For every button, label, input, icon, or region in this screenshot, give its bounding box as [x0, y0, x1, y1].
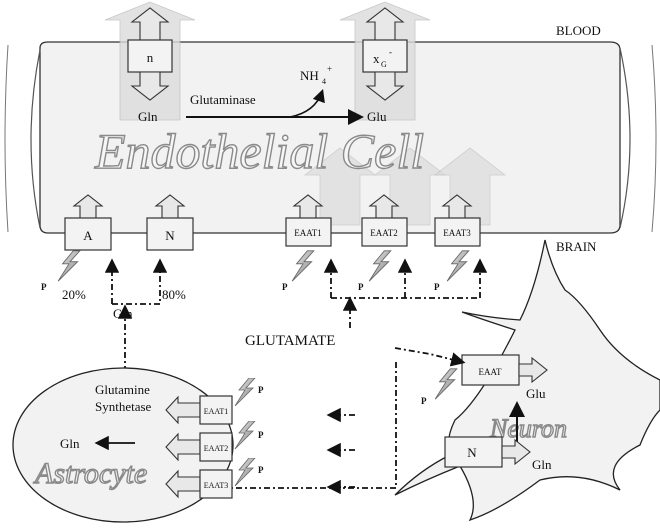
lightning-icon: [369, 251, 391, 281]
phospho-label: P: [282, 282, 288, 292]
phospho-label: P: [358, 282, 364, 292]
neighbor-cell-right: [620, 48, 630, 228]
luminal-transporter-n: n: [128, 8, 172, 100]
gln-to-N-arrow: [112, 262, 160, 304]
gln-neuron-label: Gln: [532, 457, 552, 472]
transporter-xg-label: x: [373, 51, 380, 66]
lightning-icon: [235, 378, 255, 406]
glutaminase-label: Glutaminase: [190, 92, 256, 107]
lightning-icon: [58, 251, 80, 281]
astrocyte-title: Astrocyte: [33, 457, 147, 490]
percent-A-label: 20%: [62, 287, 86, 302]
percent-N-label: 80%: [162, 287, 186, 302]
phospho-label: P: [41, 282, 47, 292]
lightning-icon: [235, 458, 255, 486]
astro-EAAT2-label: EAAT2: [204, 444, 228, 453]
blood-label: BLOOD: [556, 23, 601, 38]
ammonium-sub: 4: [322, 77, 326, 86]
transporter-xg-sub: G: [381, 60, 387, 69]
ammonium-sup: +: [327, 64, 332, 74]
glutamine-synthetase-line1: Glutamine: [95, 382, 150, 397]
gln-astrocyte-label: Gln: [60, 436, 80, 451]
phospho-label: P: [258, 465, 264, 475]
phospho-label: P: [421, 396, 427, 406]
transporter-EAAT2-label: EAAT2: [370, 228, 398, 238]
astro-EAAT1-label: EAAT1: [204, 407, 228, 416]
neuron-transporter-EAAT: EAAT: [462, 355, 547, 385]
transporter-EAAT3-label: EAAT3: [443, 228, 471, 238]
lightning-icon: [435, 369, 457, 399]
neighbor-cell-left: [31, 50, 40, 228]
astrocyte: Astrocyte Glutamine Synthetase Gln EAAT1…: [13, 368, 264, 522]
neuron-EAAT-label: EAAT: [479, 367, 502, 377]
transporter-xg-sup: -: [389, 47, 392, 57]
luminal-transporter-xg: x G -: [363, 8, 407, 100]
glutamate-to-neuron-eaat: [395, 348, 462, 362]
neuron-transporter-N: N: [445, 437, 530, 467]
ammonium-label: NH: [300, 68, 319, 83]
glu-neuron-label: Glu: [526, 386, 546, 401]
glutamate-label: GLUTAMATE: [245, 333, 335, 349]
endothelial-cell-title: Endothelial Cell: [94, 123, 424, 179]
phospho-label: P: [434, 282, 440, 292]
lightning-icon: [235, 421, 255, 449]
transporter-n-label: n: [147, 50, 154, 65]
neuron-N-label: N: [467, 445, 477, 460]
phospho-label: P: [258, 385, 264, 395]
brain-label: BRAIN: [556, 239, 597, 254]
astro-EAAT3-label: EAAT3: [204, 481, 228, 490]
lightning-icon: [447, 251, 469, 281]
phospho-label: P: [258, 430, 264, 440]
transporter-N-label: N: [165, 228, 175, 243]
glutamine-synthetase-line2: Synthetase: [95, 399, 152, 414]
gln-endothelial-label: Gln: [138, 109, 158, 124]
transporter-A-label: A: [83, 228, 93, 243]
glu-endothelial-label: Glu: [367, 109, 387, 124]
neighbor-cell-right-outer: [652, 45, 656, 232]
transporter-EAAT1-label: EAAT1: [294, 228, 322, 238]
neighbor-cell-left-outer: [5, 45, 8, 232]
lightning-icon: [292, 251, 314, 281]
gln-brain-label: Gln: [113, 306, 133, 321]
